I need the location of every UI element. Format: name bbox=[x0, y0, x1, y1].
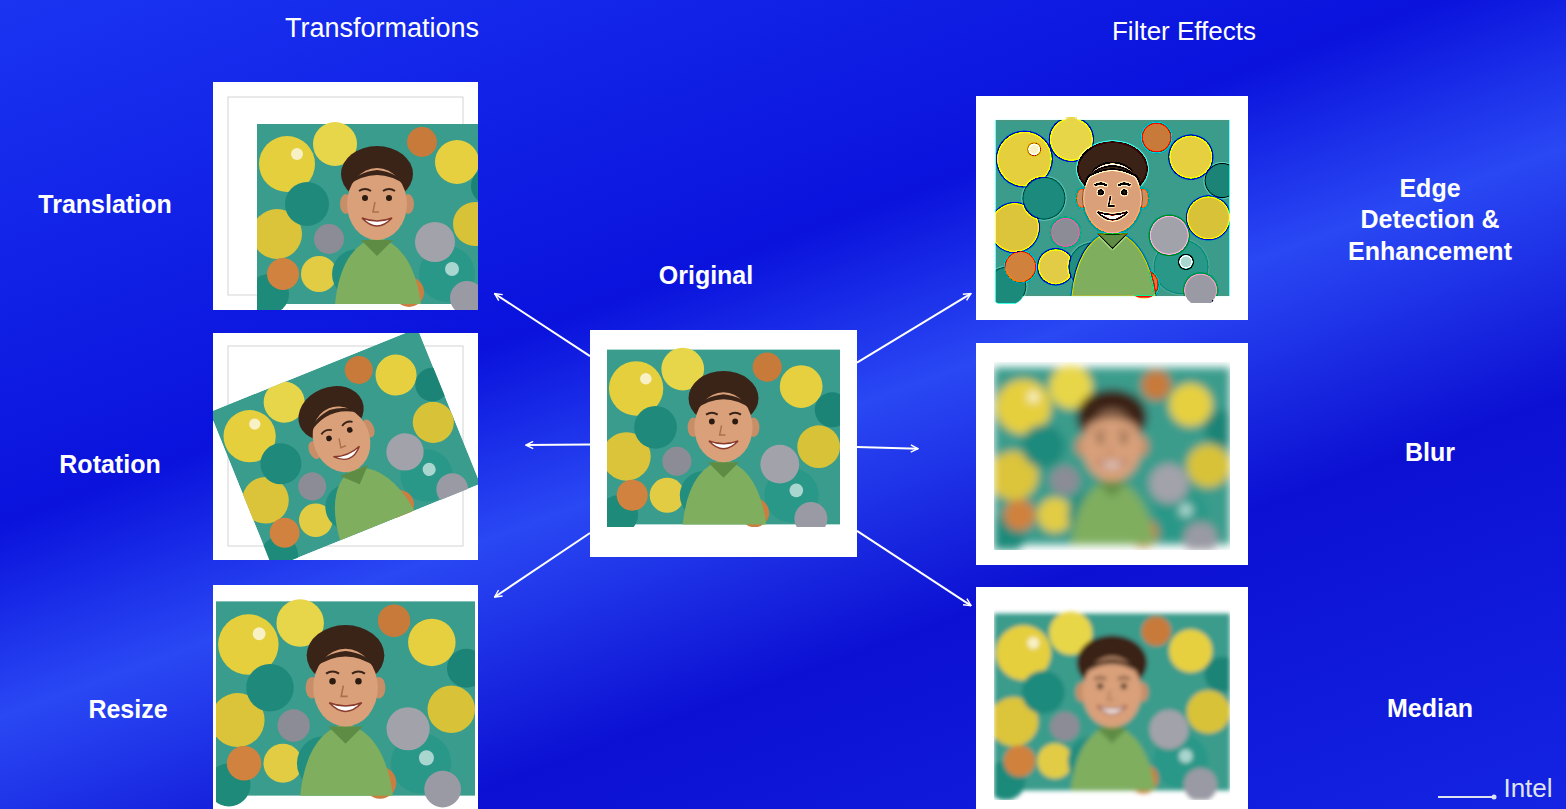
connectors bbox=[495, 294, 971, 606]
arrow-connector bbox=[857, 447, 918, 449]
image-frame-node: Translation bbox=[213, 82, 478, 310]
image-label: Median bbox=[1387, 693, 1473, 724]
photo bbox=[987, 118, 1240, 307]
photo-clip bbox=[986, 612, 1240, 802]
image-label: Edge Detection & Enhancement bbox=[1348, 173, 1512, 267]
image-frame-node: Original bbox=[590, 330, 857, 557]
image-label: Rotation bbox=[59, 449, 160, 480]
photo-clip bbox=[213, 333, 478, 560]
rotated-photo bbox=[213, 333, 478, 560]
image-label: Original bbox=[659, 260, 753, 291]
image-frame-node: Blur bbox=[976, 343, 1248, 565]
photo bbox=[986, 366, 1240, 556]
photo bbox=[986, 612, 1240, 802]
logo-dot bbox=[1492, 795, 1497, 800]
image-frame-node: Rotation bbox=[213, 333, 478, 560]
image-frame bbox=[976, 343, 1248, 565]
image-frame-node: Resize bbox=[213, 585, 478, 809]
image-frame bbox=[590, 330, 857, 557]
image-frame-node: Edge Detection & Enhancement bbox=[976, 96, 1248, 320]
arrow-connector bbox=[495, 294, 590, 356]
photo-clip bbox=[986, 366, 1240, 556]
photo bbox=[213, 333, 478, 560]
photo-clip bbox=[249, 122, 507, 315]
photo bbox=[249, 122, 507, 315]
arrow-connector bbox=[495, 533, 590, 597]
image-frame-node: Median bbox=[976, 587, 1248, 809]
logo-text: Intel bbox=[1503, 773, 1552, 804]
arrow-connector bbox=[857, 294, 971, 363]
image-frame bbox=[976, 587, 1248, 809]
photo bbox=[207, 599, 485, 807]
column-heading: Filter Effects bbox=[1112, 16, 1256, 47]
photo-clip bbox=[599, 348, 849, 535]
photo-clip bbox=[987, 118, 1240, 307]
arrow-connector bbox=[857, 531, 971, 606]
column-heading: Transformations bbox=[285, 12, 479, 44]
photo-clip bbox=[207, 599, 485, 807]
arrow-connector bbox=[526, 444, 590, 447]
photo bbox=[599, 348, 849, 535]
image-label: Blur bbox=[1405, 437, 1455, 468]
image-label: Resize bbox=[88, 694, 167, 725]
image-label: Translation bbox=[38, 189, 171, 220]
image-frame bbox=[976, 96, 1248, 320]
logo-line bbox=[1438, 796, 1492, 798]
